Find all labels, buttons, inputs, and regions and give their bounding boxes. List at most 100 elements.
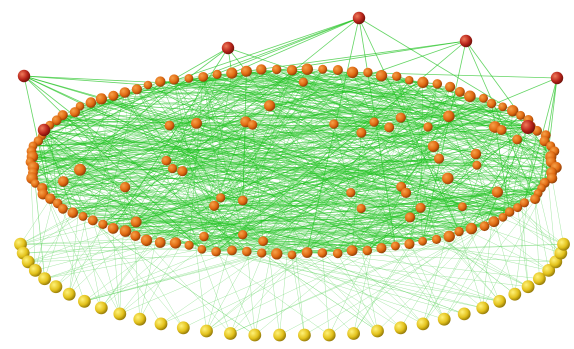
ring-node	[298, 77, 308, 87]
outer-node	[94, 301, 108, 315]
network-edge	[169, 125, 233, 251]
network-edge	[400, 110, 513, 118]
ring-node	[67, 207, 79, 218]
network-edge	[246, 40, 467, 72]
ring-node	[256, 64, 267, 75]
network-edge	[79, 169, 465, 315]
ring-node	[519, 198, 530, 208]
ring-node	[417, 76, 429, 88]
network-edge	[92, 220, 184, 328]
ring-node	[287, 250, 297, 260]
hub-node	[459, 34, 473, 48]
network-edge	[43, 129, 368, 251]
network-edge	[329, 228, 472, 336]
network-edge	[252, 124, 450, 237]
network-edge	[32, 17, 360, 147]
ring-node	[242, 246, 252, 257]
network-edge	[112, 47, 229, 229]
network-edge	[544, 77, 558, 183]
ring-node	[58, 203, 68, 214]
ring-node	[465, 222, 478, 235]
network-edge	[175, 98, 484, 244]
network-edge	[261, 127, 390, 254]
network-edge	[32, 116, 449, 147]
network-edge	[125, 156, 551, 188]
ring-node	[167, 163, 178, 174]
network-edge	[28, 127, 390, 263]
network-edge	[361, 132, 510, 213]
ring-node	[472, 160, 482, 170]
ring-node	[433, 153, 445, 164]
ring-node	[301, 247, 313, 258]
network-edge	[56, 17, 360, 121]
ring-node	[237, 195, 248, 206]
network-edge	[20, 243, 262, 254]
network-edge	[534, 199, 549, 271]
ring-node	[427, 140, 440, 153]
network-edge	[422, 82, 536, 200]
outer-node	[322, 328, 336, 342]
network-edge	[420, 207, 500, 302]
network-edge	[188, 78, 529, 287]
ring-node	[58, 176, 69, 187]
network-edge	[38, 140, 243, 235]
network-edge	[361, 132, 445, 320]
network-edge	[33, 166, 104, 225]
network-edge	[517, 207, 561, 254]
ring-node	[271, 248, 283, 260]
ring-node	[226, 67, 238, 79]
network-edge	[101, 98, 170, 126]
network-edge	[516, 139, 552, 173]
ring-node	[445, 81, 456, 92]
network-edge	[217, 74, 438, 85]
ring-node	[301, 63, 313, 75]
network-edge	[201, 106, 503, 250]
ring-node	[516, 110, 526, 120]
network-edge	[32, 156, 85, 302]
ring-node	[264, 100, 276, 112]
ring-node	[184, 74, 194, 83]
network-edge	[433, 146, 500, 302]
outer-node	[521, 280, 535, 294]
ring-node	[392, 71, 402, 82]
network-edge	[23, 75, 203, 250]
network-edge	[307, 68, 375, 123]
network-edge	[44, 126, 495, 279]
network-edge	[43, 129, 74, 213]
ring-node	[432, 79, 443, 89]
outer-node	[154, 317, 168, 331]
hub-node	[37, 123, 51, 137]
ring-node	[154, 237, 166, 248]
ring-node	[356, 203, 366, 214]
network-edge	[182, 170, 396, 247]
network-edge	[350, 192, 378, 332]
network-edge	[32, 130, 538, 147]
network-edge	[139, 78, 190, 320]
network-edge	[206, 98, 484, 332]
ring-node	[530, 194, 541, 205]
network-edge	[196, 123, 424, 325]
network-edge	[136, 221, 483, 309]
ring-node	[98, 219, 108, 229]
outer-node	[78, 294, 91, 308]
ring-node	[164, 120, 175, 131]
network-edge	[119, 81, 304, 315]
ring-node	[318, 64, 328, 74]
network-edge	[353, 243, 410, 334]
network-edge	[220, 153, 476, 199]
network-edge	[252, 124, 280, 336]
network-edge	[400, 146, 434, 187]
network-edge	[422, 98, 484, 324]
ring-node	[491, 186, 503, 198]
network-edge	[31, 69, 339, 179]
hub-nodes	[17, 11, 564, 137]
ring-node	[184, 240, 194, 250]
ring-node	[169, 237, 182, 249]
network-edge	[23, 75, 484, 99]
outer-node	[21, 255, 35, 269]
network-edge	[216, 74, 485, 227]
ring-node	[108, 90, 119, 101]
ring-node	[404, 212, 416, 223]
ring-node	[470, 148, 482, 160]
